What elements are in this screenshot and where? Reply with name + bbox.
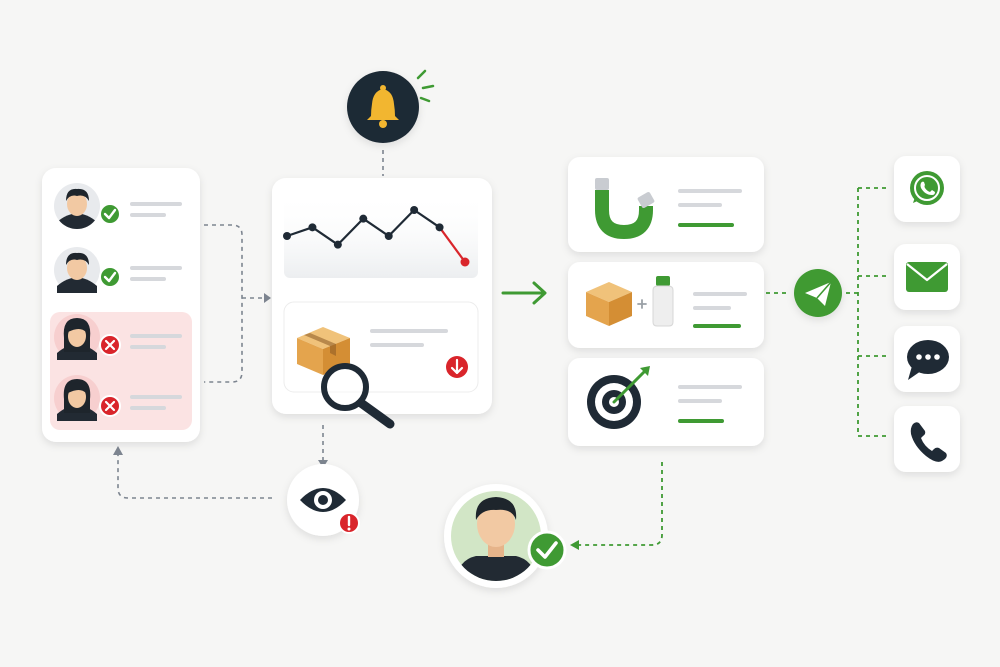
trend-line-decline [438, 226, 466, 263]
mail-icon [906, 262, 948, 292]
channel-whatsapp[interactable] [894, 156, 960, 222]
box-plus-bottle-icon [586, 276, 674, 327]
send-icon[interactable] [794, 269, 842, 317]
magnifier-icon[interactable] [321, 363, 395, 429]
offers-stack [568, 157, 764, 446]
eye-icon[interactable] [287, 464, 360, 536]
customer-list-card [42, 168, 200, 442]
check-icon [99, 266, 121, 288]
trend-point [359, 214, 368, 223]
list-item[interactable] [54, 375, 182, 421]
connector-offers-to-customer [578, 462, 663, 546]
offer-card-target[interactable] [568, 358, 764, 446]
chat-icon [907, 340, 949, 380]
check-icon [99, 203, 121, 225]
arrow-head-list-up [113, 446, 123, 455]
arrow-head-customer [570, 540, 579, 550]
target-icon [587, 366, 650, 429]
avatar [57, 318, 97, 360]
list-item[interactable] [54, 247, 182, 293]
analytics-card [272, 178, 492, 429]
trend-point [283, 232, 291, 240]
trend-point [333, 240, 342, 249]
channel-phone[interactable] [894, 406, 960, 472]
avatar [57, 252, 97, 293]
channel-chat[interactable] [894, 326, 960, 392]
connector-list-to-chart [204, 224, 243, 383]
channel-mail[interactable] [894, 244, 960, 310]
offer-card-bundle[interactable] [568, 262, 764, 348]
trend-point [460, 257, 470, 267]
offer-card-attract[interactable] [568, 157, 764, 252]
down-arrow-icon [446, 356, 468, 378]
trend-point [308, 223, 317, 232]
list-item[interactable] [54, 183, 182, 229]
arrow-head-list [264, 293, 271, 303]
connector-eye-to-list [117, 455, 272, 499]
check-icon [527, 530, 567, 570]
avatar [57, 379, 97, 421]
magnet-icon [595, 178, 655, 240]
trend-point [435, 223, 444, 232]
flow-arrow [501, 281, 547, 305]
retained-customer-avatar[interactable] [444, 484, 567, 588]
phone-icon [910, 422, 947, 462]
avatar [57, 188, 97, 229]
connector-send-fanout [846, 187, 890, 437]
list-item[interactable] [54, 314, 182, 360]
bell-icon[interactable] [347, 69, 435, 143]
trend-point [384, 232, 393, 240]
trend-point [410, 206, 419, 214]
whatsapp-icon [910, 171, 944, 205]
trend-chart [284, 192, 478, 278]
